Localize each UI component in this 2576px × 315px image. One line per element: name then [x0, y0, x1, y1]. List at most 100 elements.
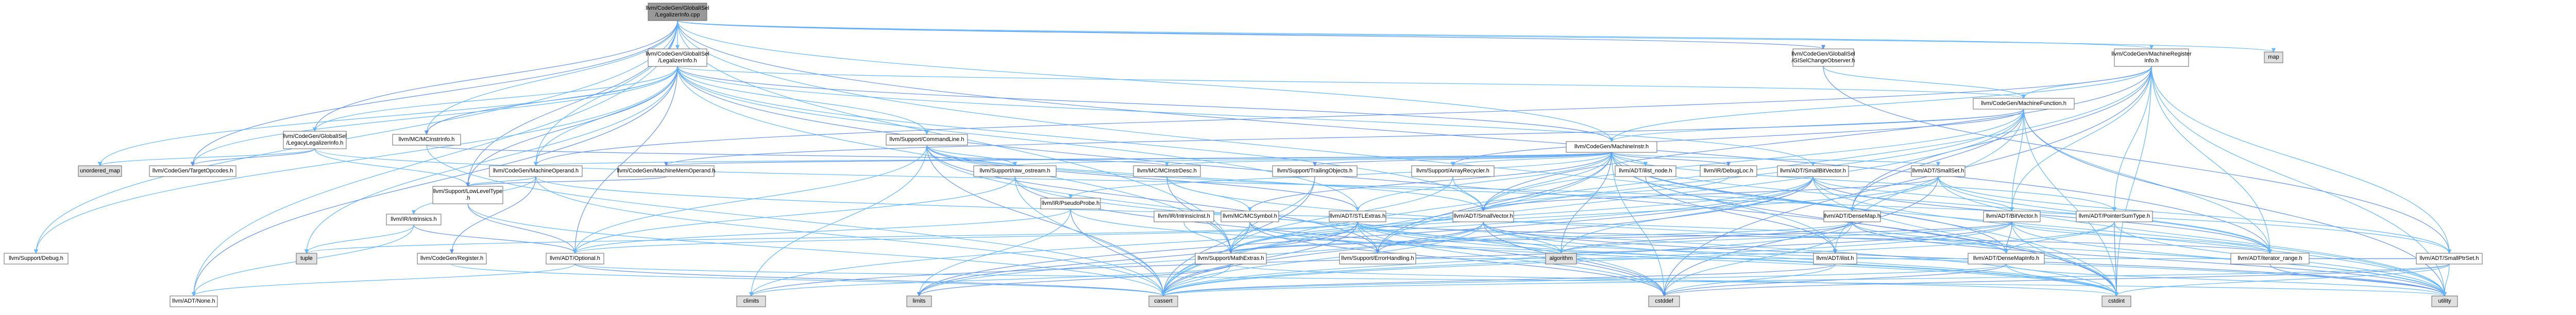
node-smallset[interactable]: llvm/ADT/SmallSet.h [1911, 165, 1965, 177]
edge-adt_ilist-to-cassert [1161, 264, 1836, 296]
node-commandline[interactable]: llvm/Support/CommandLine.h [886, 134, 968, 146]
node-mcinstrinfo[interactable]: llvm/MC/MCInstrInfo.h [392, 134, 461, 146]
node-box [78, 165, 122, 177]
edge-machineinstr-to-smallvector [1481, 152, 1612, 212]
edge-gisel_change-to-machinefunction [1823, 66, 2026, 99]
node-intrinsicinst[interactable]: llvm/IR/IntrinsicInst.h [1154, 211, 1214, 222]
edge-mri_h-to-smallptrset [2151, 66, 2452, 254]
node-label: llvm/ADT/iterator_range.h [2238, 255, 2302, 261]
node-box [1545, 253, 1577, 265]
node-legalizerinfo-h[interactable]: llvm/CodeGen/GlobalISel/LegalizerInfo.h [646, 48, 709, 67]
edge-machinefunction-to-adt_ilist [1833, 109, 2024, 254]
node-label: llvm/CodeGen/GlobalISel [646, 51, 709, 57]
node-ir-intrinsics[interactable]: llvm/IR/Intrinsics.h [386, 214, 442, 225]
edge-iterator_range-to-utility [2269, 264, 2447, 296]
node-label: /LegalizerInfo.h [658, 58, 697, 64]
node-lowleveltype[interactable]: llvm/Support/LowLevelType.h [432, 186, 503, 204]
edge-bitvector-to-densemapinfo [2004, 221, 2012, 254]
node-raw-ostream[interactable]: llvm/Support/raw_ostream.h [973, 165, 1057, 177]
node-cstdint: cstdint [2102, 295, 2131, 307]
edge-mri_h-to-pointersumtype [2112, 66, 2152, 212]
node-legacy-legalizer[interactable]: llvm/CodeGen/GlobalISel/LegacyLegalizerI… [283, 131, 347, 149]
node-densemapinfo[interactable]: llvm/ADT/DenseMapInfo.h [1968, 253, 2045, 265]
node-label: llvm/CodeGen/MachineFunction.h [1981, 100, 2066, 107]
node-machineoperand[interactable]: llvm/CodeGen/MachineOperand.h [489, 165, 583, 177]
edge-machineoperand-to-cassert [535, 176, 1166, 296]
edge-densemap-to-algorithm [1558, 221, 1853, 254]
node-stlextras[interactable]: llvm/ADT/STLExtras.h [1329, 211, 1386, 222]
node-gisel-change[interactable]: llvm/CodeGen/GlobalISel/GISelChangeObser… [1791, 48, 1855, 67]
node-densemap[interactable]: llvm/ADT/DenseMap.h [1823, 211, 1881, 222]
node-mcsymbol[interactable]: llvm/MC/MCSymbol.h [1221, 211, 1279, 222]
node-cstddef: cstddef [1648, 295, 1680, 307]
node-pointersumtype[interactable]: llvm/ADT/PointerSumType.h [2076, 211, 2153, 222]
edge-smallset-to-smallvector [1481, 176, 1939, 212]
node-iterator-range[interactable]: llvm/ADT/iterator_range.h [2230, 253, 2310, 265]
node-mcinstrdesc[interactable]: llvm/MC/MCInstrDesc.h [1133, 165, 1201, 177]
node-label: /LegacyLegalizerInfo.h [286, 140, 344, 146]
node-box [1792, 48, 1854, 67]
edge-machineoperand-to-codegen_register [449, 176, 536, 254]
node-box [283, 131, 347, 149]
edge-root-to-lowleveltype [465, 20, 678, 187]
node-label: llvm/Support/ErrorHandling.h [1341, 255, 1414, 261]
node-machineinstr[interactable]: llvm/CodeGen/MachineInstr.h [1566, 141, 1657, 153]
edge-legalizerinfo_h-to-commandline [677, 66, 929, 135]
node-box [1148, 295, 1178, 307]
edge-smallbitvector-to-climits [749, 176, 1814, 296]
node-debugloc[interactable]: llvm/IR/DebugLoc.h [1700, 165, 1757, 177]
edge-lowleveltype-to-adt_optional [467, 203, 578, 254]
node-box [736, 295, 766, 307]
node-box [1154, 211, 1214, 222]
edge-smallptrset-to-cstdint [2114, 264, 2450, 296]
node-smallptrset[interactable]: llvm/ADT/SmallPtrSet.h [2416, 253, 2483, 265]
node-box [1615, 165, 1676, 177]
edge-raw_ostream-to-adt_optional [572, 176, 1015, 254]
node-codegen-register[interactable]: llvm/CodeGen/Register.h [417, 253, 487, 265]
node-tuple: tuple [296, 253, 317, 265]
edge-bitvector-to-algorithm [1559, 221, 2012, 254]
edge-mri_h-to-machineinstr [1609, 66, 2152, 142]
node-box [4, 253, 69, 265]
node-box [386, 214, 442, 225]
node-box [2230, 253, 2310, 265]
node-smallbitvector[interactable]: llvm/ADT/SmallBitVector.h [1777, 165, 1849, 177]
node-pseudoprobe[interactable]: llvm/IR/PseudoProbe.h [1040, 198, 1101, 209]
node-support-debug[interactable]: llvm/Support/Debug.h [4, 253, 69, 265]
node-adt-ilist[interactable]: llvm/ADT/ilist.h [1813, 253, 1857, 265]
edge-machineinstr-to-utility [1611, 152, 2447, 296]
node-label: tuple [300, 255, 313, 261]
node-ilist-node[interactable]: llvm/ADT/ilist_node.h [1615, 165, 1676, 177]
edge-smallptrset-to-utility [2442, 264, 2450, 296]
node-label: llvm/ADT/Optional.h [550, 255, 600, 261]
edge-pseudoprobe-to-cassert [1070, 208, 1166, 296]
node-smallvector[interactable]: llvm/ADT/SmallVector.h [1452, 211, 1514, 222]
edge-raw_ostream-to-cassert [1014, 176, 1166, 296]
edge-mcinstrinfo-to-cassert [426, 145, 1166, 296]
node-adt-none[interactable]: llvm/ADT/None.h [170, 295, 218, 307]
node-algorithm: algorithm [1545, 253, 1577, 265]
node-box [2431, 295, 2458, 307]
node-bitvector[interactable]: llvm/ADT/BitVector.h [1983, 211, 2041, 222]
node-limits: limits [906, 295, 932, 307]
edge-legalizerinfo_h-to-unordered_map [97, 66, 678, 166]
node-mathextras[interactable]: llvm/Support/MathExtras.h [1195, 253, 1267, 265]
node-adt-optional[interactable]: llvm/ADT/Optional.h [546, 253, 604, 265]
node-box [296, 253, 317, 265]
node-errorhandling[interactable]: llvm/Support/ErrorHandling.h [1339, 253, 1416, 265]
edge-smallvector-to-errorhandling [1375, 221, 1484, 254]
node-trailingobjects[interactable]: llvm/Support/TrailingObjects.h [1272, 165, 1358, 177]
node-machinememoperand[interactable]: llvm/CodeGen/MachineMemOperand.h [617, 165, 716, 177]
node-arrayrecycler[interactable]: llvm/Support/ArrayRecycler.h [1411, 165, 1495, 177]
node-box [392, 134, 461, 146]
node-label: llvm/CodeGen/Register.h [420, 255, 483, 261]
edge-mri_h-to-densemap [1850, 66, 2152, 212]
node-label: llvm/ADT/SmallVector.h [1454, 213, 1513, 219]
node-targetopcodes[interactable]: llvm/CodeGen/TargetOpcodes.h [149, 165, 236, 177]
node-machinefunction[interactable]: llvm/CodeGen/MachineFunction.h [1973, 98, 2075, 110]
node-label: llvm/ADT/DenseMap.h [1824, 213, 1880, 219]
edge-machinefunction-to-densemap [1850, 109, 2024, 212]
edge-adt_ilist-to-cstddef [1662, 264, 1836, 296]
edge-commandline-to-cassert [926, 145, 1166, 296]
